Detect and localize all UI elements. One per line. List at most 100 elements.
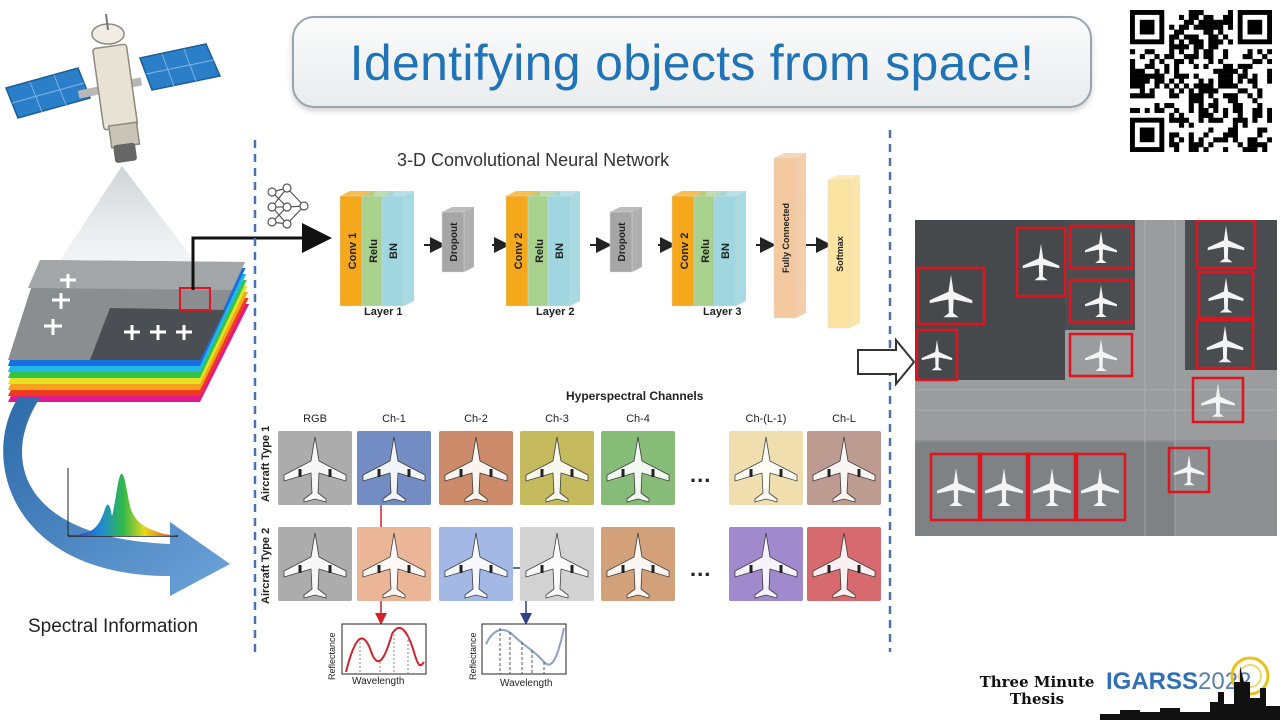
aircraft-icon bbox=[921, 339, 953, 371]
hyperspectral-cube bbox=[8, 260, 250, 402]
qr-code-graphic bbox=[1130, 10, 1273, 153]
channel-label: Ch-4 bbox=[626, 413, 650, 425]
reflectance-axis-blue: Reflectance bbox=[468, 632, 478, 680]
detection-box bbox=[1195, 220, 1257, 270]
relu-block-label: Relu bbox=[700, 239, 712, 263]
aircraft-icon bbox=[1081, 468, 1119, 506]
relu-block-label: Relu bbox=[534, 239, 546, 263]
channel-tile bbox=[729, 431, 803, 505]
layer-2-label: Layer 2 bbox=[536, 306, 575, 318]
detection-box bbox=[1068, 278, 1134, 324]
reflectance-plot-blue bbox=[481, 623, 567, 675]
aircraft-icon bbox=[1085, 231, 1117, 263]
aircraft-icon bbox=[1206, 325, 1244, 363]
airport-detection-image bbox=[915, 220, 1277, 536]
channel-tile bbox=[520, 527, 594, 601]
three-minute-text: Three Minute bbox=[979, 673, 1095, 691]
reflectance-axis-red: Reflectance bbox=[327, 632, 337, 680]
channel-tile bbox=[278, 431, 352, 505]
satellite-icon bbox=[4, 13, 222, 266]
channel-label: Ch-3 bbox=[545, 413, 569, 425]
bn-block: BN bbox=[713, 191, 746, 307]
row-label-type-2: Aircraft Type 2 bbox=[260, 527, 272, 604]
softmax-block: Softmax bbox=[827, 175, 860, 329]
relu-block-label: Relu bbox=[368, 239, 380, 263]
channel-tile bbox=[601, 431, 675, 505]
channel-tile bbox=[439, 527, 513, 601]
conv-block-label: Conv 2 bbox=[679, 233, 691, 270]
aircraft-icon bbox=[1207, 225, 1245, 263]
conv-block-label: Conv 1 bbox=[347, 233, 359, 270]
wavelength-axis-red: Wavelength bbox=[352, 676, 405, 687]
channel-label: Ch-(L-1) bbox=[745, 413, 787, 425]
fully-connected-block-label: Fully Connected bbox=[781, 203, 791, 273]
detection-box bbox=[1073, 452, 1127, 522]
detection-box bbox=[916, 266, 986, 326]
layer-1-label: Layer 1 bbox=[364, 306, 403, 318]
detection-box bbox=[977, 452, 1031, 522]
qr-code[interactable] bbox=[1130, 10, 1273, 157]
detection-box bbox=[1025, 452, 1079, 522]
detection-box bbox=[1191, 376, 1245, 424]
channel-tile bbox=[439, 431, 513, 505]
cnn-blocks: Conv 1 Relu BN Dropout Conv 2 Relu BN Dropout Co… bbox=[339, 153, 860, 329]
bn-block: BN bbox=[381, 191, 414, 307]
detection-box bbox=[1015, 226, 1067, 298]
bn-block: BN bbox=[547, 191, 580, 307]
hollow-arrow bbox=[857, 337, 916, 387]
thesis-text: Thesis bbox=[1009, 690, 1065, 708]
fully-connected-block: Fully Connected bbox=[773, 153, 806, 319]
aircraft-icon bbox=[929, 274, 973, 318]
channel-tile bbox=[278, 527, 352, 601]
spectrum-graph bbox=[67, 468, 178, 537]
reflectance-plot-red bbox=[341, 623, 427, 675]
ellipsis-row-1: ... bbox=[690, 462, 712, 487]
row-label-type-1: Aircraft Type 1 bbox=[260, 425, 272, 502]
detection-box bbox=[1068, 332, 1134, 378]
conv-block: Conv 2 bbox=[671, 191, 706, 307]
city-skyline-graphic bbox=[1100, 656, 1280, 720]
channel-tile bbox=[807, 431, 881, 505]
bn-block-label: BN bbox=[720, 243, 732, 259]
title-banner: Identifying objects from space! bbox=[292, 16, 1092, 108]
channel-label: Ch-L bbox=[832, 413, 856, 425]
channel-tile bbox=[357, 431, 431, 505]
spectral-arrow bbox=[3, 398, 230, 596]
aircraft-icon bbox=[1085, 285, 1117, 317]
dropout-block: Dropout bbox=[609, 207, 642, 273]
conv-block-label: Conv 2 bbox=[513, 233, 525, 270]
softmax-block-label: Softmax bbox=[835, 236, 845, 272]
aircraft-icon bbox=[1173, 454, 1205, 486]
aircraft-icon bbox=[1085, 339, 1117, 371]
aircraft-icon bbox=[1022, 243, 1060, 281]
aircraft-icon bbox=[937, 468, 975, 506]
three-minute-thesis-logo: Three Minute Thesis bbox=[978, 674, 1096, 708]
channel-tile bbox=[601, 527, 675, 601]
igarss-text: IGARSS bbox=[1106, 668, 1199, 695]
aircraft-icon bbox=[1201, 383, 1235, 417]
detection-box bbox=[1195, 318, 1255, 370]
cube-plane-icons bbox=[44, 274, 192, 340]
cube-selection-box bbox=[179, 287, 211, 311]
channel-label: Ch-2 bbox=[464, 413, 488, 425]
dropout-block: Dropout bbox=[441, 207, 474, 273]
aircraft-icon bbox=[985, 468, 1023, 506]
layer-3-label: Layer 3 bbox=[703, 306, 742, 318]
channel-tile bbox=[357, 527, 431, 601]
channel-tile bbox=[520, 431, 594, 505]
wavelength-axis-blue: Wavelength bbox=[500, 678, 553, 689]
bn-block-label: BN bbox=[388, 243, 400, 259]
channel-tile bbox=[807, 527, 881, 601]
detection-box bbox=[915, 328, 959, 382]
detection-box bbox=[1197, 270, 1255, 320]
bn-block-label: BN bbox=[554, 243, 566, 259]
channel-tile bbox=[729, 527, 803, 601]
channel-label: RGB bbox=[303, 413, 327, 425]
aircraft-icon bbox=[1208, 277, 1244, 313]
dropout-block-label: Dropout bbox=[449, 222, 460, 262]
spectral-information-label: Spectral Information bbox=[28, 616, 199, 637]
neural-network-icon bbox=[267, 183, 309, 229]
detection-box bbox=[929, 452, 983, 522]
detection-box bbox=[1068, 224, 1134, 270]
